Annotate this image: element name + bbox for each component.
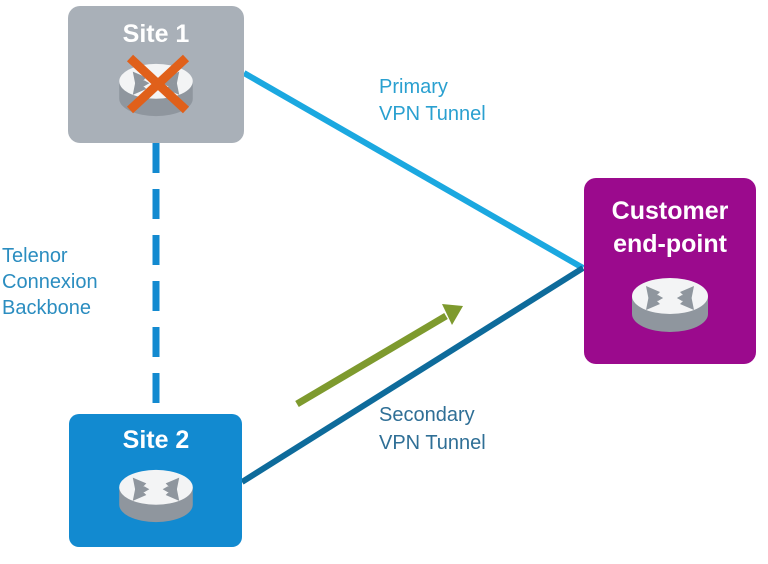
customer-endpoint-box: [584, 178, 756, 364]
site1-node[interactable]: Site 1: [68, 6, 244, 143]
backbone-label-line2: Connexion: [2, 271, 98, 293]
site2-title: Site 2: [123, 426, 190, 454]
secondary-vpn-tunnel-link: [240, 265, 585, 485]
backbone-label-line1: Telenor: [2, 245, 68, 267]
failure-x-icon: [126, 54, 190, 114]
router-icon: [632, 278, 708, 332]
site1-title: Site 1: [123, 20, 190, 48]
customer-endpoint-title-line2: end-point: [613, 230, 728, 258]
primary-label-line1: Primary: [379, 76, 448, 98]
backbone-label-line3: Backbone: [2, 297, 91, 319]
failover-arrow: [295, 304, 463, 408]
customer-endpoint-node[interactable]: Customer end-point: [584, 178, 756, 364]
backbone-label: Telenor Connexion Backbone: [2, 245, 98, 319]
secondary-label-line1: Secondary: [379, 404, 475, 426]
primary-tunnel-label: Primary VPN Tunnel: [379, 76, 486, 125]
secondary-tunnel-label: Secondary VPN Tunnel: [379, 404, 486, 454]
router-icon: [119, 469, 193, 523]
primary-label-line2: VPN Tunnel: [379, 103, 486, 125]
arrowhead-icon: [442, 304, 463, 325]
site2-node[interactable]: Site 2: [69, 414, 242, 547]
primary-vpn-tunnel-link: [242, 70, 585, 271]
secondary-label-line2: VPN Tunnel: [379, 432, 486, 454]
customer-endpoint-title-line1: Customer: [612, 197, 729, 225]
